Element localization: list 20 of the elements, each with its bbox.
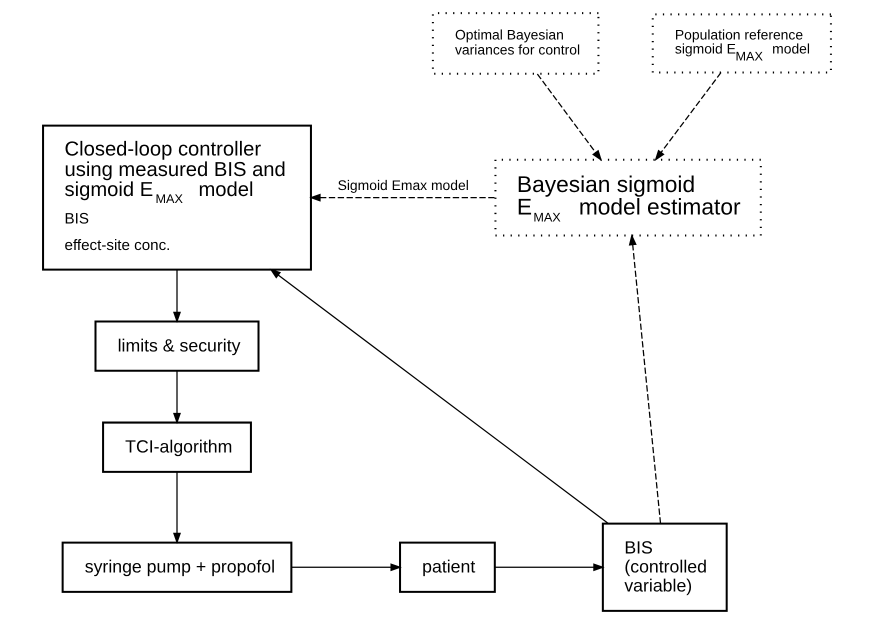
node-box: Optimal Bayesian variances for control [432, 12, 600, 75]
node-box: TCI-algorithm [102, 422, 252, 473]
node-box: Population reference sigmoid E$_{MAX}$ model [652, 13, 832, 74]
node-box: Bayesian sigmoid E$_{MAX}$ model estimator [494, 158, 762, 237]
node-box: limits & security [94, 320, 260, 372]
arrow [494, 563, 605, 572]
arrow [270, 268, 609, 524]
node-box: BIS (controlled variable) [602, 522, 728, 612]
node-box: Closed-loop controller using measured BIS and sigmoid E$_{MAX}$ model BIS effect-site conc. [42, 124, 312, 271]
arrow [628, 234, 662, 524]
arrow [654, 72, 722, 162]
arrow [292, 563, 402, 572]
arrow [309, 194, 496, 202]
arrow [536, 74, 602, 162]
arrow [173, 270, 181, 324]
arrow [173, 472, 181, 544]
edge-label: Sigmoid Emax model [338, 176, 469, 193]
node-box: patient [399, 542, 496, 593]
arrow [173, 371, 181, 424]
node-box: syringe pump + propofol [62, 542, 292, 593]
